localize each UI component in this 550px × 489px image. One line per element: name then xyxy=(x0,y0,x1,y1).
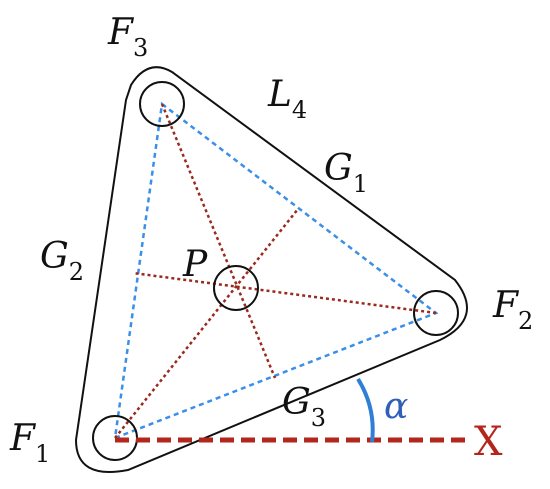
label-g2-sub: 2 xyxy=(69,258,84,286)
joint-triangle-dashed xyxy=(113,101,439,440)
label-l4-main: L xyxy=(267,74,292,115)
median-f2-g2 xyxy=(132,271,437,315)
median-f1-g1 xyxy=(114,208,299,439)
platform-outline xyxy=(74,66,468,473)
label-f1: F1 xyxy=(9,418,50,468)
label-g1-main: G xyxy=(324,148,353,189)
label-l4: L4 xyxy=(267,74,307,124)
median-f3-g3 xyxy=(160,103,277,379)
joint-f3 xyxy=(139,81,185,127)
label-f1-sub: 1 xyxy=(35,440,50,468)
label-g1-sub: 1 xyxy=(353,170,368,198)
label-l4-sub: 4 xyxy=(292,96,307,124)
label-f2-sub: 2 xyxy=(518,307,533,335)
label-g1: G1 xyxy=(324,148,368,198)
label-g2-main: G xyxy=(40,236,69,277)
label-g3: G3 xyxy=(282,382,326,432)
label-g3-main: G xyxy=(282,382,311,423)
label-g3-sub: 3 xyxy=(311,404,326,432)
joint-f2 xyxy=(413,290,459,336)
label-f3-main: F xyxy=(107,12,135,53)
label-g2: G2 xyxy=(40,236,84,286)
label-f3-sub: 3 xyxy=(133,34,148,62)
label-alpha: α xyxy=(384,386,408,427)
label-f3: F3 xyxy=(107,12,148,62)
label-p: P xyxy=(182,244,208,285)
label-f2: F2 xyxy=(492,285,533,335)
label-f1-main: F xyxy=(9,418,37,459)
point-p-circle xyxy=(213,265,259,311)
label-x-axis: X xyxy=(474,419,503,465)
label-f2-main: F xyxy=(492,285,520,326)
alpha-arc xyxy=(356,377,375,443)
